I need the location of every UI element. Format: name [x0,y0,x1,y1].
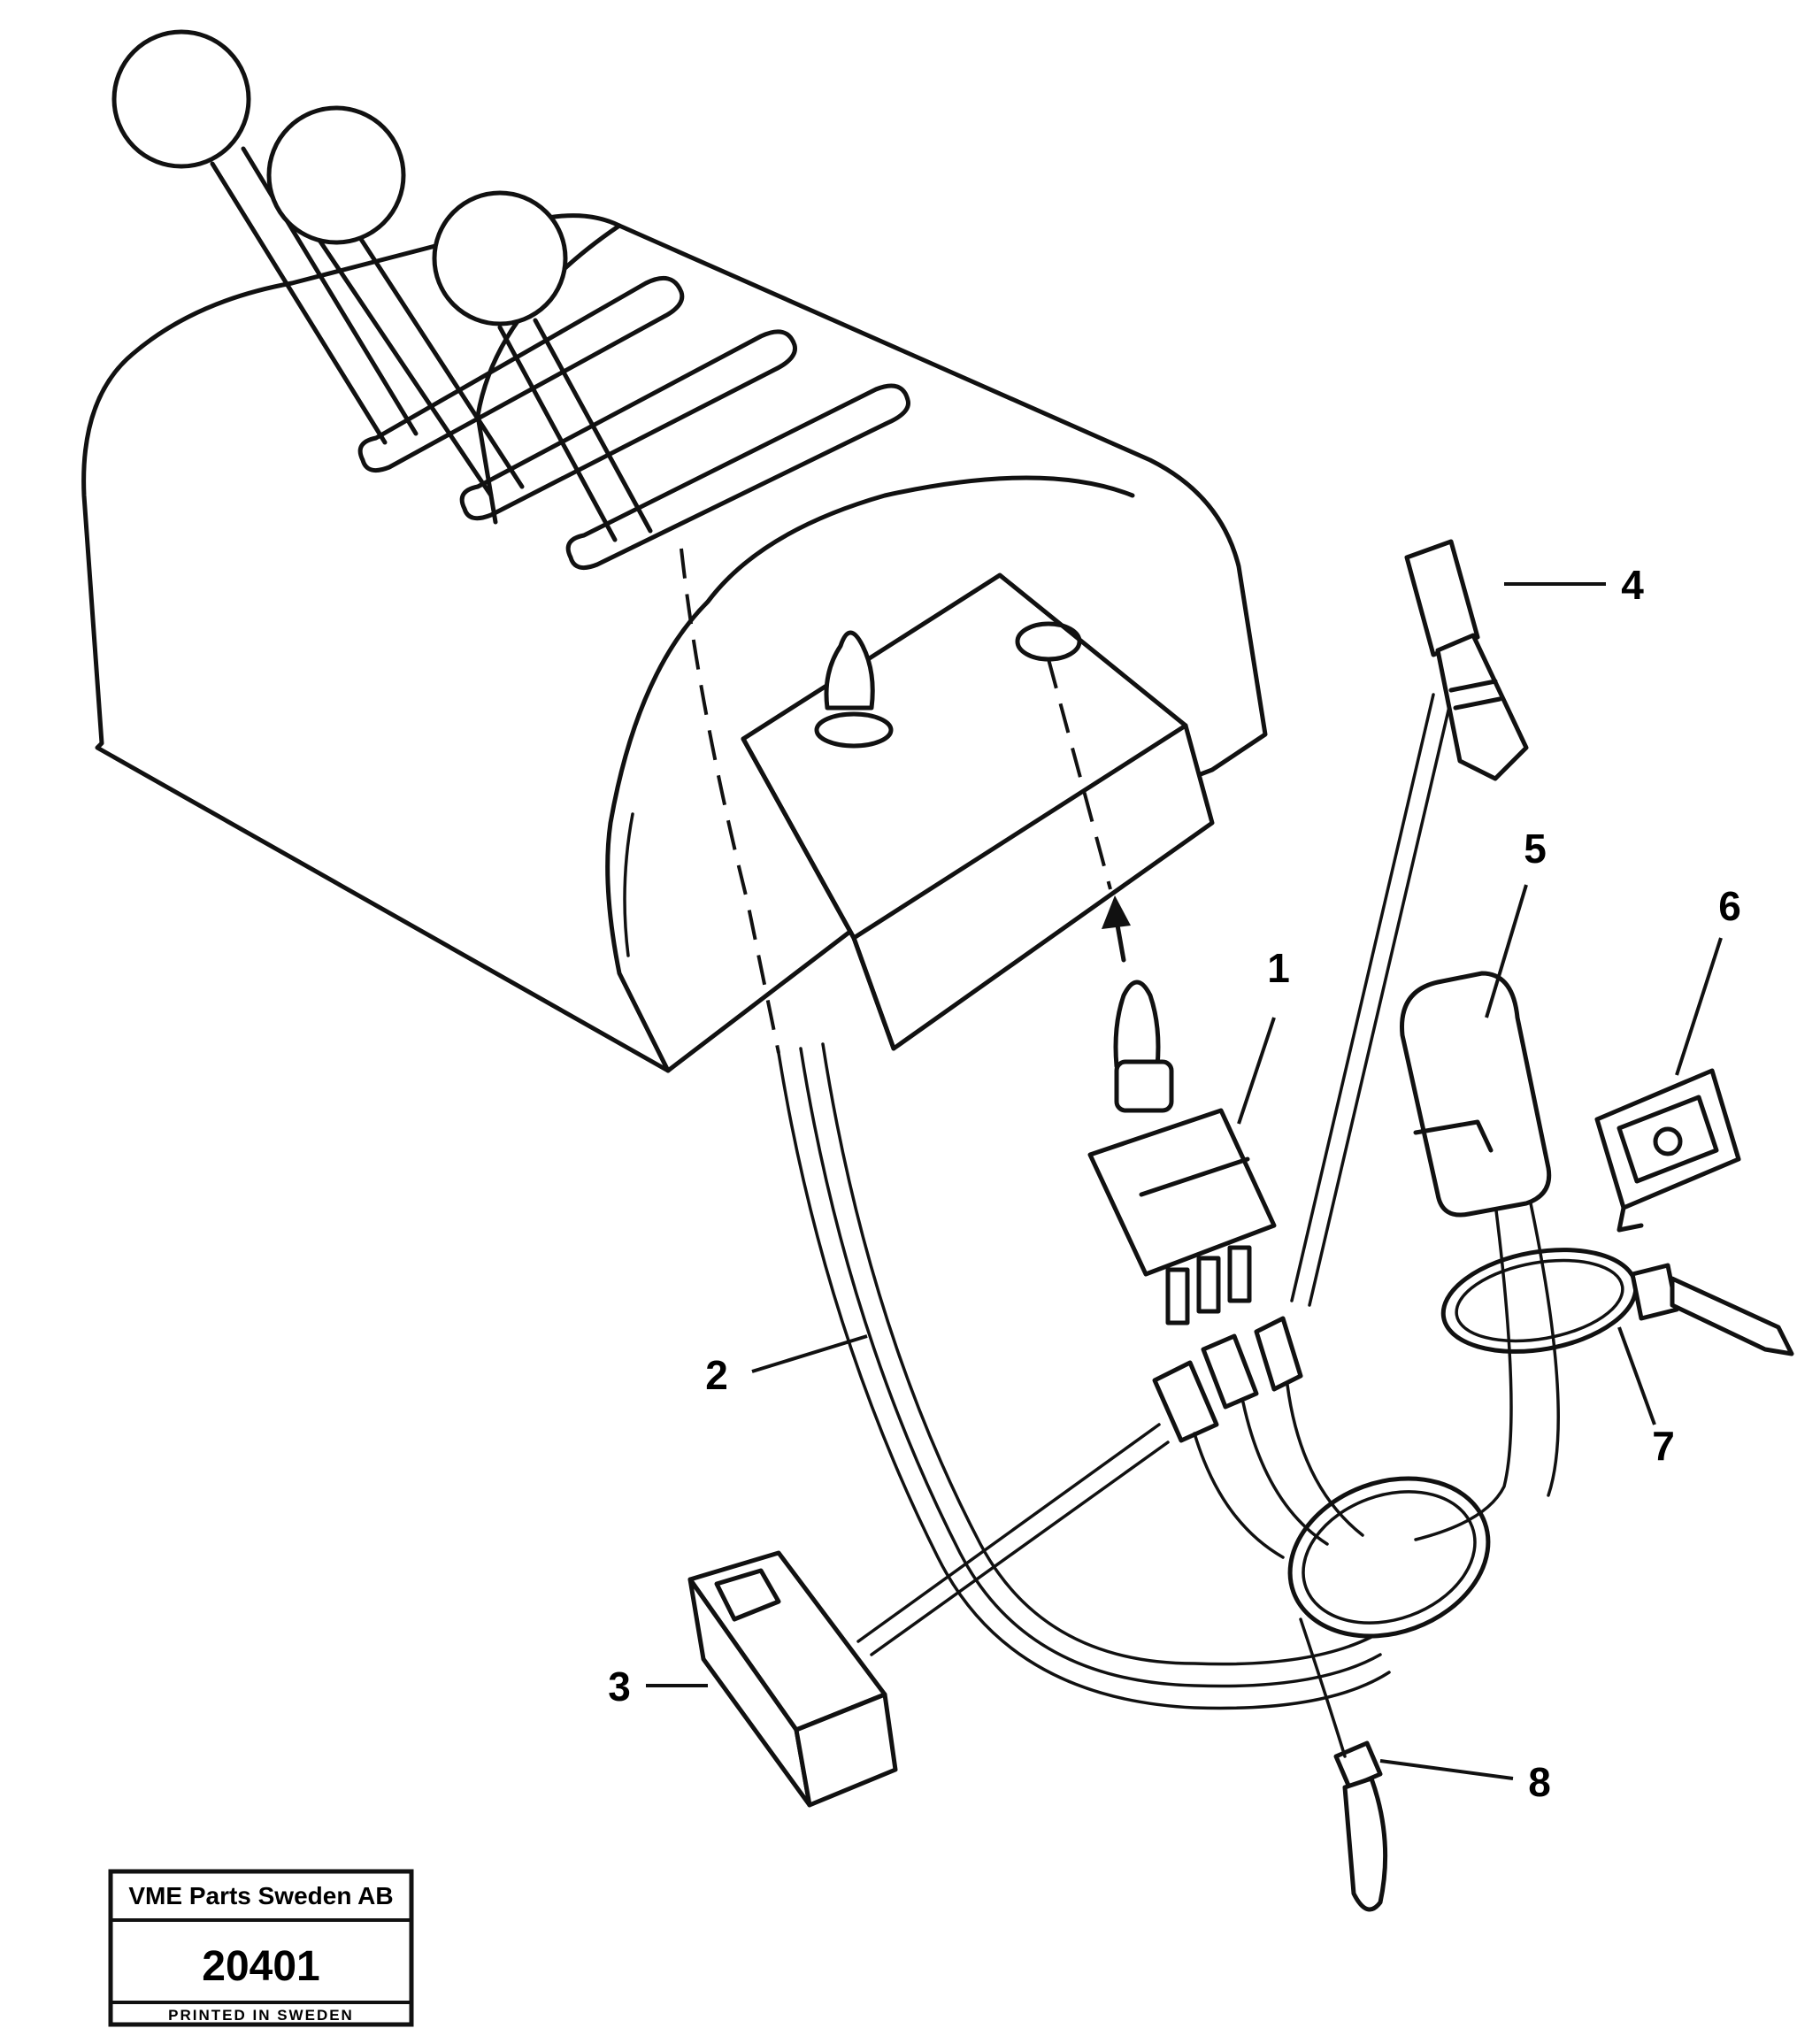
callout-4: 4 [1621,562,1644,608]
lever-housing [81,213,1268,1073]
callout-leaders [646,582,1723,1780]
callout-8: 8 [1528,1759,1551,1805]
assembly-line [1047,658,1112,890]
wiring-harness [777,693,1560,1710]
lever-knob [432,190,568,327]
cable-tie [1440,1248,1794,1356]
flat-terminal [1404,539,1529,781]
control-levers [111,29,653,542]
assembly-line [680,548,780,1054]
callout-2: 2 [705,1352,728,1398]
callout-1: 1 [1267,945,1290,991]
protective-boot [1400,971,1552,1218]
callout-6: 6 [1718,883,1741,929]
printed-in: PRINTED IN SWEDEN [168,2007,354,2024]
cable-clip [1594,1068,1741,1233]
harness-cable-tie [1287,1476,1491,1912]
company-name: VME Parts Sweden AB [128,1882,393,1909]
callout-7: 7 [1652,1423,1675,1469]
title-block: VME Parts Sweden AB 20401 PRINTED IN SWE… [108,1869,414,2027]
lever-knob [111,29,251,169]
toggle-switch [1087,980,1277,1325]
lever-knob [266,105,406,245]
switch-mount-box [741,572,1215,1051]
connector-housing [687,1550,898,1808]
drawing-number: 20401 [202,1943,319,1990]
callouts: 1 2 3 4 5 6 7 8 [608,562,1741,1805]
callout-3: 3 [608,1663,631,1709]
callout-5: 5 [1524,826,1547,872]
